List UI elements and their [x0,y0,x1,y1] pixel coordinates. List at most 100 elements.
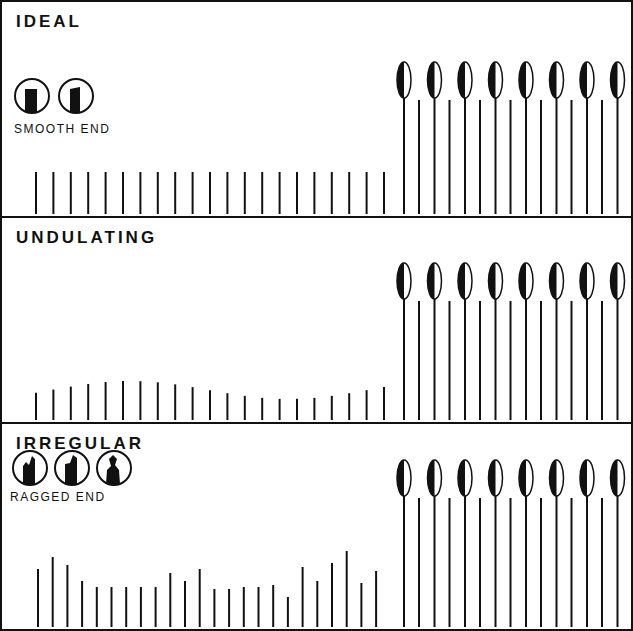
bristle-end [23,456,35,484]
bristle-tip-shade [397,62,404,98]
bristle-line [525,478,527,627]
bristle-line [586,80,588,214]
bristle-line [258,587,260,627]
bristle-tip [519,62,533,98]
bristle-tip [550,263,564,299]
bristle-line [157,172,159,214]
bristle-tip [611,263,625,299]
bristle-end [106,455,120,484]
bristle-tip-shade [550,62,557,98]
bristle-line [96,587,98,627]
bristle-tip [519,263,533,299]
bristle-line [261,172,263,214]
bristle-line [403,478,405,627]
bristle-line [366,390,368,420]
bristle-line [346,551,348,627]
bristle-line [571,301,573,420]
end-icon [97,451,131,485]
bristle-line [348,172,350,214]
bristle-tip [458,62,472,98]
bristle-tip-shade [489,62,496,98]
bristle-line [296,399,298,420]
bristle-line [556,281,558,420]
bristle-line [540,100,542,214]
bristle-tip [489,62,503,98]
bristle-line [601,498,603,627]
bristle-line [331,563,333,627]
bristle-line [418,498,420,627]
bristle-line [139,172,141,214]
bristle-tip [428,62,442,98]
bristle-line [434,478,436,627]
bristle-tip-shade [519,460,526,496]
bristle-line [226,393,228,420]
bristle-line [495,281,497,420]
bristle-line [556,478,558,627]
bristle-line [184,581,186,627]
bristle-line [525,281,527,420]
bristle-line [81,581,83,627]
bristle-line [122,172,124,214]
bristle-line [556,80,558,214]
bristle-tip-shade [611,460,618,496]
bristle-line [331,172,333,214]
bristle-tip [397,62,411,98]
bristle-tip-shade [397,460,404,496]
bristle-line [52,172,54,214]
bristle-line [226,172,228,214]
bristle-line [261,398,263,420]
bristle-line [244,172,246,214]
bristle-line [313,398,315,420]
bristle-tip [550,62,564,98]
bristle-line [464,281,466,420]
bristle-line [125,587,127,627]
bristle-line [601,301,603,420]
bristle-group [15,62,625,214]
bristle-line [360,583,362,627]
bristle-tip-shade [428,263,435,299]
bristle-line [199,569,201,627]
bristle-line [601,100,603,214]
bristle-line [279,399,281,420]
end-icon [13,451,47,485]
bristle-line [209,172,211,214]
panel-heading: IRREGULAR [16,434,144,454]
bristle-line [540,498,542,627]
bristle-line [244,396,246,420]
bristle-line [495,478,497,627]
bristle-tip [458,263,472,299]
bristle-line [479,100,481,214]
bristle-line [464,478,466,627]
comparison-panel: IRREGULAR RAGGED END [0,422,633,631]
bristle-line [140,587,142,627]
bristle-line [510,100,512,214]
bristle-line [586,281,588,420]
bristle-line [617,478,619,627]
bristle-line [510,301,512,420]
bristle-line [331,396,333,420]
bristle-line [383,172,385,214]
end-icon [15,79,49,113]
bristle-line [52,390,54,420]
end-label: RAGGED END [10,490,106,504]
bristle-line [403,80,405,214]
bristle-line [525,80,527,214]
bristle-line [105,382,107,420]
bristle-line [571,100,573,214]
bristle-line [418,100,420,214]
bristle-tip [489,460,503,496]
bristle-line [418,301,420,420]
bristle-line [155,587,157,627]
bristle-line [105,172,107,214]
bristle-line [35,172,37,214]
bristle-line [540,301,542,420]
bristle-line [313,172,315,214]
bristle-line [192,172,194,214]
bristle-tip-shade [550,263,557,299]
bristle-line [464,80,466,214]
bristle-line [449,498,451,627]
bristle-tip-shade [458,62,465,98]
